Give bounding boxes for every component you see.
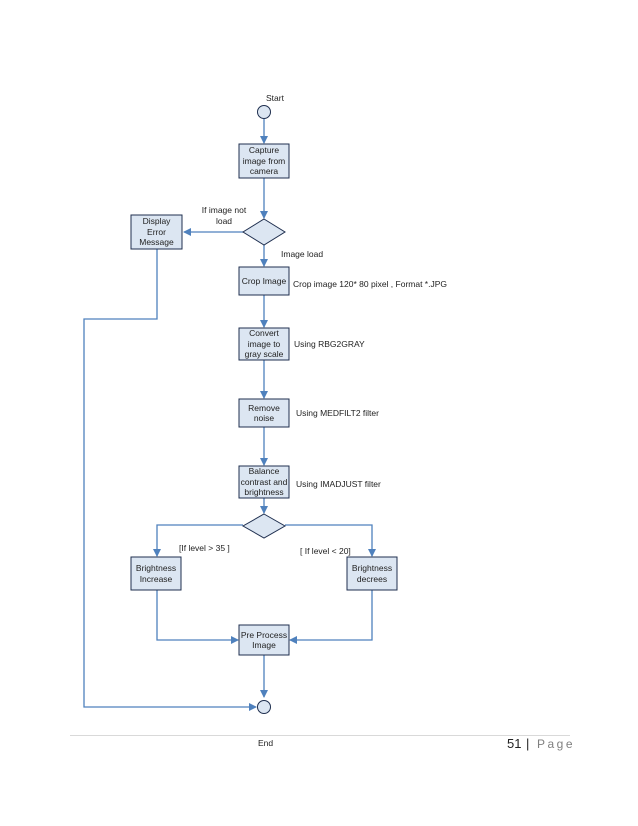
connector-decision-increase [153, 524, 243, 557]
end-node [257, 700, 271, 714]
convert-box [238, 327, 290, 361]
brightness-increase-box [130, 556, 182, 591]
not-load-annotation: If image not load [201, 205, 247, 226]
footer-rule [70, 735, 570, 736]
balance-box [238, 465, 290, 499]
image-load-annotation: Image load [281, 249, 324, 259]
crop-box [238, 266, 290, 296]
level-decision-diamond [241, 513, 287, 539]
load-decision-diamond [242, 218, 286, 246]
page-word: Page [537, 737, 576, 751]
start-label: Start [266, 93, 284, 103]
balance-annotation: Using IMADJUST filter [296, 479, 381, 489]
display-error-box [130, 214, 183, 250]
capture-label: Capture image from camera [242, 145, 286, 177]
connector-increase-preprocess [156, 590, 239, 644]
remove-noise-box [238, 398, 290, 428]
brightness-decrease-label: Brightness decrees [351, 563, 393, 584]
preprocess-box [238, 624, 290, 656]
display-error-label: Display Error Message [139, 216, 174, 248]
preprocess-label: Pre Process Image [240, 629, 288, 651]
balance-label: Balance contrast and brightness [240, 466, 288, 498]
connector-decrease-preprocess [289, 590, 373, 644]
level-low-annotation: [ If level < 20] [300, 546, 351, 556]
brightness-decrease-box [346, 556, 398, 591]
remove-noise-label: Remove noise [248, 402, 280, 424]
crop-label: Crop Image [241, 275, 287, 286]
noise-annotation: Using MEDFILT2 filter [296, 408, 379, 418]
page-separator: | [526, 736, 530, 751]
page-number: 51 [507, 736, 522, 751]
connector-decision-decrease [285, 524, 376, 557]
crop-annotation: Crop image 120* 80 pixel , Format *.JPG [293, 279, 448, 289]
capture-box [238, 143, 290, 179]
end-label: End [258, 738, 274, 748]
level-high-annotation: [If level > 35 ] [179, 543, 230, 553]
gray-annotation: Using RBG2GRAY [294, 339, 365, 349]
connector-error-end [83, 249, 257, 711]
convert-label: Convert image to gray scale [244, 328, 284, 360]
brightness-increase-label: Brightness Increase [135, 563, 177, 584]
start-node [257, 105, 271, 119]
